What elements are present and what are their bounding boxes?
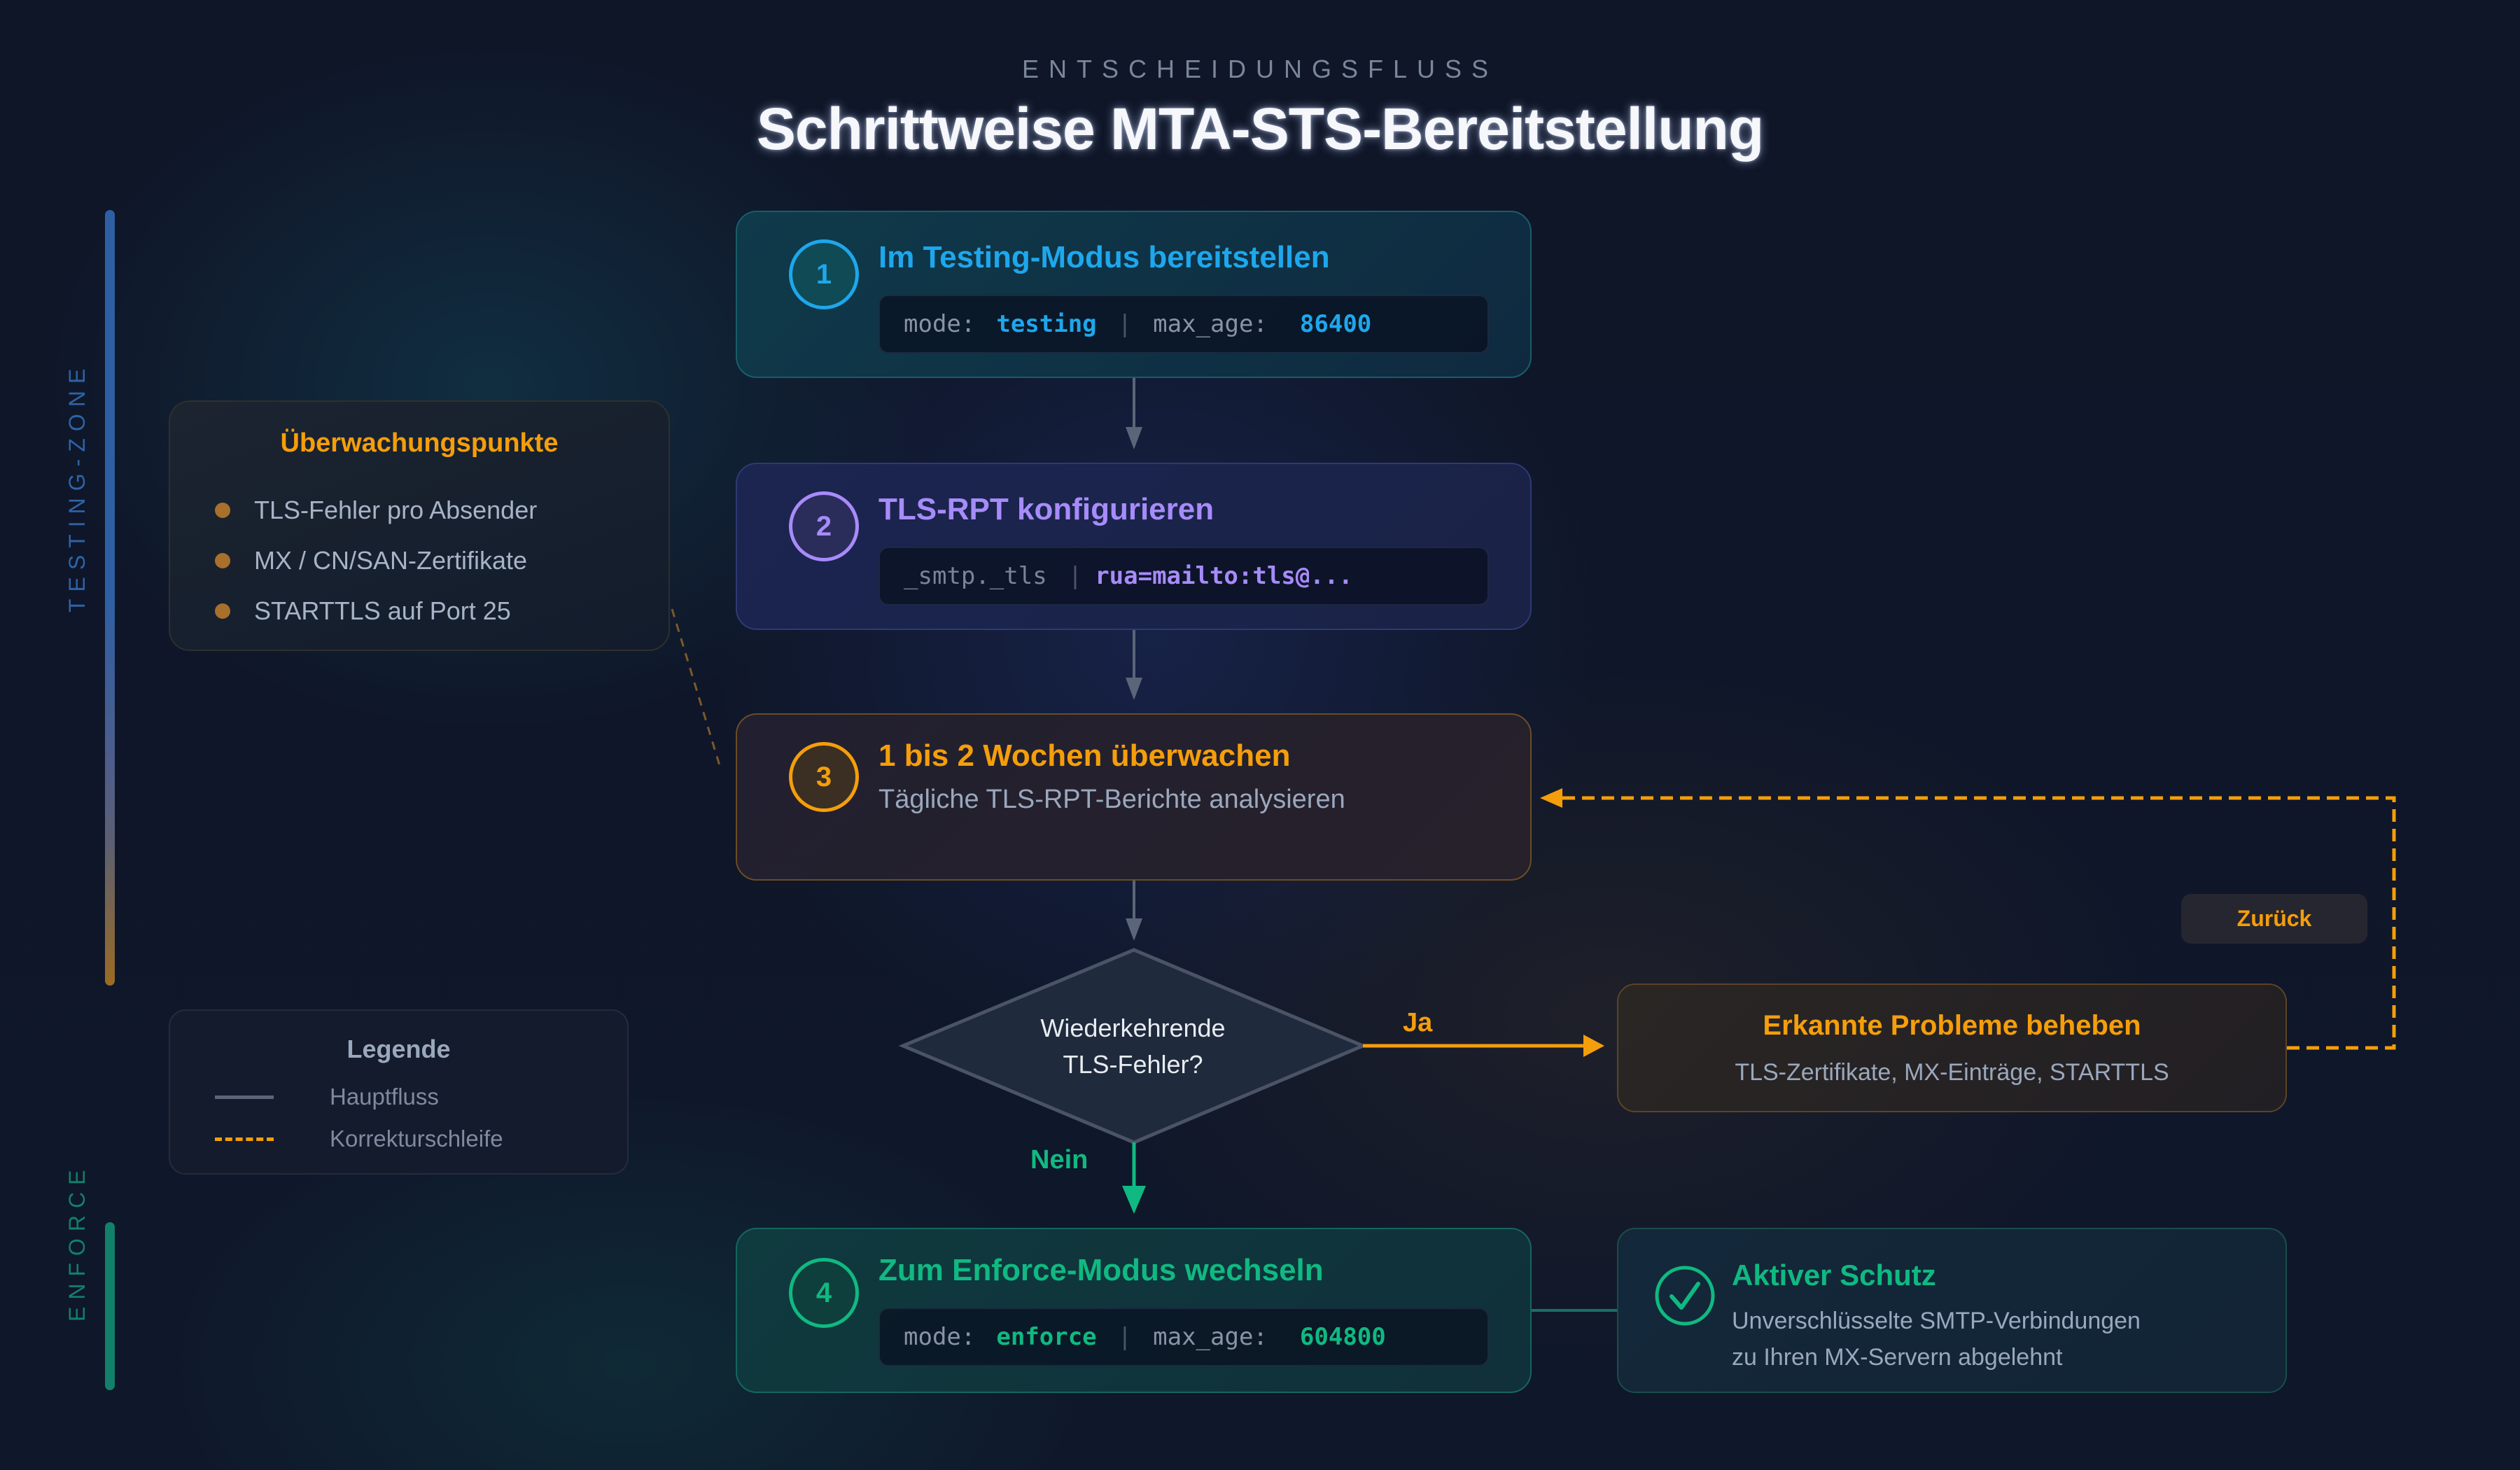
active-protection-line1: Unverschlüsselte SMTP-Verbindungen [1732, 1308, 2141, 1334]
active-protection-line2: zu Ihren MX-Servern abgelehnt [1732, 1344, 2063, 1371]
monitoring-item: STARTTLS auf Port 25 [215, 596, 511, 626]
decision-node[interactable]: Wiederkehrende TLS-Fehler? [903, 950, 1363, 1142]
step-1-number-badge: 1 [789, 239, 859, 309]
code-key: _smtp._tls [904, 562, 1047, 590]
yes-branch-label: Ja [1403, 1008, 1433, 1037]
step-1-title: Im Testing-Modus bereitstellen [878, 240, 1330, 274]
legend-card: Legende Hauptfluss Korrekturschleife [169, 1009, 629, 1175]
legend-title: Legende [346, 1035, 451, 1063]
step-4-card[interactable]: 4 Zum Enforce-Modus wechseln mode: enfor… [736, 1228, 1532, 1393]
step-4-number-badge: 4 [789, 1258, 859, 1328]
legend-item-label: Korrekturschleife [330, 1126, 503, 1152]
code-key: mode: [904, 310, 976, 338]
monitoring-item-label: STARTTLS auf Port 25 [254, 596, 511, 625]
code-value: enforce [996, 1323, 1097, 1351]
page-title: Schrittweise MTA-STS-Bereitstellung [756, 96, 1764, 162]
active-protection-card[interactable]: Aktiver Schutz Unverschlüsselte SMTP-Ver… [1617, 1228, 2287, 1393]
code-value: testing [996, 310, 1097, 338]
step-4-title: Zum Enforce-Modus wechseln [878, 1253, 1324, 1287]
monitoring-item: MX / CN/SAN-Zertifikate [215, 546, 527, 575]
code-key: max_age: [1153, 310, 1268, 338]
bullet-dot-icon [215, 553, 230, 568]
step-1-config-code: mode: testing | max_age: 86400 [878, 295, 1489, 354]
monitoring-points-card: Überwachungspunkte TLS-Fehler pro Absend… [169, 400, 670, 651]
code-separator: | [1068, 562, 1083, 590]
dashed-line-icon [215, 1137, 274, 1141]
legend-item-main-flow: Hauptfluss [215, 1084, 439, 1110]
code-key: max_age: [1153, 1323, 1268, 1351]
code-separator: | [1117, 1323, 1133, 1351]
back-loop-label: Zurück [2181, 894, 2367, 944]
step-3-subtitle: Tägliche TLS-RPT-Berichte analysieren [878, 785, 1345, 814]
step-3-title: 1 bis 2 Wochen überwachen [878, 738, 1291, 773]
active-protection-title: Aktiver Schutz [1732, 1259, 1936, 1292]
enforce-zone-label: ENFORCE [64, 1163, 90, 1322]
legend-item-label: Hauptfluss [330, 1084, 439, 1110]
step-1-card[interactable]: 1 Im Testing-Modus bereitstellen mode: t… [736, 211, 1532, 378]
code-value: 604800 [1299, 1323, 1386, 1351]
code-value: rua=mailto:tls@... [1095, 562, 1353, 590]
step-2-title: TLS-RPT konfigurieren [878, 492, 1214, 526]
code-value: 86400 [1299, 310, 1372, 338]
step-3-number-badge: 3 [789, 742, 859, 812]
bullet-dot-icon [215, 603, 230, 619]
fix-issues-subtitle: TLS-Zertifikate, MX-Einträge, STARTTLS [1735, 1059, 2169, 1086]
step-2-card[interactable]: 2 TLS-RPT konfigurieren _smtp._tls | rua… [736, 463, 1532, 630]
check-circle-icon [1653, 1264, 1716, 1327]
code-separator: | [1117, 310, 1133, 338]
decision-question-line1: Wiederkehrende [1040, 1013, 1226, 1042]
step-2-dns-record-code: _smtp._tls | rua=mailto:tls@... [878, 547, 1489, 606]
eyebrow-label: ENTSCHEIDUNGSFLUSS [1021, 55, 1499, 83]
bullet-dot-icon [215, 503, 230, 518]
step-3-card[interactable]: 3 1 bis 2 Wochen überwachen Tägliche TLS… [736, 713, 1532, 881]
monitoring-item: TLS-Fehler pro Absender [215, 496, 537, 525]
no-branch-label: Nein [1030, 1145, 1088, 1175]
solid-line-icon [215, 1095, 274, 1099]
enforce-zone-bar [105, 1222, 115, 1390]
monitoring-title: Überwachungspunkte [280, 428, 559, 458]
step-4-config-code: mode: enforce | max_age: 604800 [878, 1308, 1489, 1366]
testing-zone-label: TESTING-ZONE [64, 361, 90, 612]
monitoring-item-label: MX / CN/SAN-Zertifikate [254, 546, 528, 575]
step-2-number-badge: 2 [789, 491, 859, 561]
testing-zone-bar [105, 210, 115, 986]
decision-question-line2: TLS-Fehler? [1063, 1049, 1203, 1079]
fix-issues-title: Erkannte Probleme beheben [1763, 1010, 2141, 1041]
back-label-text: Zurück [2236, 906, 2312, 931]
fix-issues-card[interactable]: Erkannte Probleme beheben TLS-Zertifikat… [1617, 983, 2287, 1112]
code-key: mode: [904, 1323, 976, 1351]
legend-item-correction-loop: Korrekturschleife [215, 1126, 503, 1152]
monitoring-item-label: TLS-Fehler pro Absender [254, 496, 538, 524]
